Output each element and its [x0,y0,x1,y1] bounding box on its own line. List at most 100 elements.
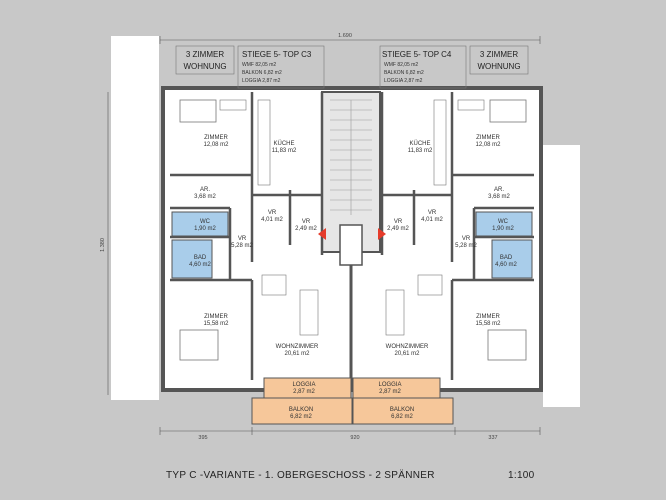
svg-text:BALKON 6,82 m2: BALKON 6,82 m2 [242,70,282,76]
desk-left [219,99,247,111]
site-block-right [543,145,580,407]
svg-text:12,08 m2: 12,08 m2 [203,142,229,148]
svg-text:VR: VR [238,236,247,242]
svg-text:6,82 m2: 6,82 m2 [391,414,413,420]
loggia-left [263,377,352,399]
entry-arrow-left [318,228,326,240]
svg-text:BALKON: BALKON [289,407,313,413]
svg-text:11,83 m2: 11,83 m2 [408,148,433,154]
balcony-left [251,397,353,425]
dimension-left: 1.380 [100,92,109,395]
svg-text:WC: WC [498,219,509,225]
svg-text:3 ZIMMER: 3 ZIMMER [186,50,224,59]
svg-text:1.380: 1.380 [100,238,106,252]
bed-right-top [489,99,527,123]
svg-text:15,58 m2: 15,58 m2 [203,321,229,327]
svg-text:VR: VR [302,219,311,225]
svg-text:WC: WC [200,219,211,225]
svg-text:LOGGIA: LOGGIA [292,382,315,388]
svg-text:20,61 m2: 20,61 m2 [394,351,420,357]
svg-text:5,28 m2: 5,28 m2 [455,243,477,249]
svg-text:WOHNUNG: WOHNUNG [477,62,520,71]
svg-text:4,60 m2: 4,60 m2 [495,262,517,268]
svg-text:VR: VR [462,236,471,242]
svg-text:3,68 m2: 3,68 m2 [488,194,510,200]
svg-text:VR: VR [428,210,437,216]
desk-right [457,99,485,111]
svg-text:ZIMMER: ZIMMER [476,314,500,320]
sofa-left [299,289,319,336]
svg-text:LOGGIA: LOGGIA [378,382,401,388]
bed-left-bottom [179,329,219,361]
svg-text:BALKON 6,82 m2: BALKON 6,82 m2 [384,70,424,76]
svg-text:ZIMMER: ZIMMER [204,135,228,141]
svg-text:337: 337 [488,435,497,441]
header-right: STIEGE 5- TOP C4 WMF 82,05 m2 BALKON 6,8… [379,45,529,89]
svg-text:4,01 m2: 4,01 m2 [261,217,283,223]
svg-text:KÜCHE: KÜCHE [273,140,294,147]
unit-right: ZIMMER 12,08 m2 KÜCHE 11,83 m2 AR. 3,68 … [378,92,534,380]
svg-text:15,58 m2: 15,58 m2 [475,321,501,327]
svg-text:5,28 m2: 5,28 m2 [231,243,253,249]
loggia-right [352,377,441,399]
bath-left [171,239,213,279]
svg-text:920: 920 [350,435,359,441]
svg-text:2,87 m2: 2,87 m2 [379,389,401,395]
wc-left [171,211,229,237]
wc-right [475,211,533,237]
svg-text:20,61 m2: 20,61 m2 [284,351,310,357]
svg-text:11,83 m2: 11,83 m2 [272,148,297,154]
svg-text:ZIMMER: ZIMMER [204,314,228,320]
plan-title: TYP C -VARIANTE - 1. OBERGESCHOSS - 2 SP… [166,469,435,481]
svg-text:AR.: AR. [200,187,210,193]
svg-text:ZIMMER: ZIMMER [476,135,500,141]
svg-text:1,90 m2: 1,90 m2 [492,226,514,232]
svg-text:WMF 82,05 m2: WMF 82,05 m2 [242,62,276,68]
balcony-zone: LOGGIA 2,87 m2 LOGGIA 2,87 m2 BALKON 6,8… [251,377,454,425]
svg-text:4,01 m2: 4,01 m2 [421,217,443,223]
dimension-bottom: 395 920 337 [159,427,541,441]
svg-text:LOGGIA 2,87 m2: LOGGIA 2,87 m2 [242,78,281,84]
header-left: 3 ZIMMER WOHNUNG STIEGE 5- TOP C3 WMF 82… [175,45,325,89]
svg-text:395: 395 [198,435,207,441]
svg-text:BAD: BAD [194,255,207,261]
table-right [417,274,443,296]
kitchen-counter-left [257,99,271,186]
entry-arrow-right [378,228,386,240]
svg-text:2,49 m2: 2,49 m2 [387,226,409,232]
svg-text:WMF 82,05 m2: WMF 82,05 m2 [384,62,418,68]
svg-text:3,68 m2: 3,68 m2 [194,194,216,200]
site-block-left [111,36,159,400]
plan-scale: 1:100 [508,470,535,481]
bed-left-top [179,99,217,123]
svg-text:6,82 m2: 6,82 m2 [290,414,312,420]
svg-text:12,08 m2: 12,08 m2 [475,142,501,148]
svg-text:1,90 m2: 1,90 m2 [194,226,216,232]
svg-text:AR.: AR. [494,187,504,193]
svg-text:STIEGE 5- TOP C4: STIEGE 5- TOP C4 [382,50,452,59]
unit-left: ZIMMER 12,08 m2 KÜCHE 11,83 m2 AR. 3,68 … [170,92,326,380]
svg-text:BALKON: BALKON [390,407,414,413]
svg-text:LOGGIA 2,87 m2: LOGGIA 2,87 m2 [384,78,423,84]
svg-text:BAD: BAD [500,255,513,261]
table-left [261,274,287,296]
svg-text:2,49 m2: 2,49 m2 [295,226,317,232]
svg-text:STIEGE 5- TOP C3: STIEGE 5- TOP C3 [242,50,312,59]
svg-text:4,60 m2: 4,60 m2 [189,262,211,268]
sofa-right [385,289,405,336]
dimension-top: 1.690 [159,33,541,44]
balcony-right [352,397,454,425]
svg-text:WOHNZIMMER: WOHNZIMMER [386,344,429,350]
bed-right-bottom [487,329,527,361]
svg-text:WOHNZIMMER: WOHNZIMMER [276,344,319,350]
svg-text:1.690: 1.690 [338,33,352,39]
bath-right [491,239,533,279]
svg-text:3 ZIMMER: 3 ZIMMER [480,50,518,59]
svg-text:KÜCHE: KÜCHE [409,140,430,147]
svg-text:2,87 m2: 2,87 m2 [293,389,315,395]
svg-text:VR: VR [268,210,277,216]
svg-text:VR: VR [394,219,403,225]
kitchen-counter-right [433,99,447,186]
svg-text:WOHNUNG: WOHNUNG [183,62,226,71]
